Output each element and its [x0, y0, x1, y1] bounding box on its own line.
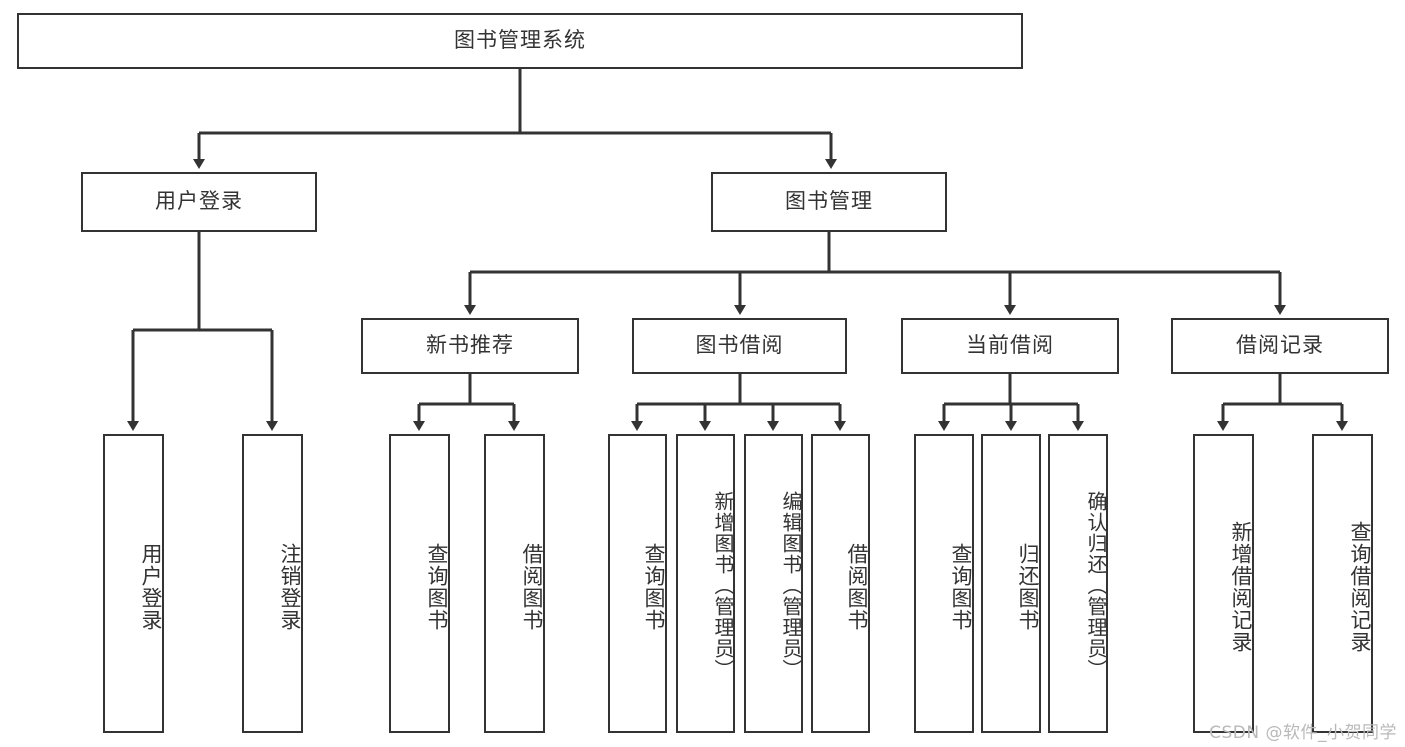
node-current-borrow[interactable]: 当前借阅: [901, 318, 1119, 374]
leaf-edit-book-admin[interactable]: 编辑图书（管理员）: [744, 434, 803, 733]
leaf-user-logout[interactable]: 注销登录: [242, 434, 303, 733]
node-borrow-records[interactable]: 借阅记录: [1171, 318, 1389, 374]
leaf-borrow-book-recommend[interactable]: 借阅图书: [484, 434, 545, 733]
leaf-add-borrow-record[interactable]: 新增借阅记录: [1193, 434, 1254, 733]
leaf-query-book-current[interactable]: 查询图书: [914, 434, 974, 733]
node-book-borrow[interactable]: 图书借阅: [632, 318, 847, 374]
node-new-book-recommend[interactable]: 新书推荐: [361, 318, 579, 374]
node-root-system[interactable]: 图书管理系统: [17, 13, 1023, 69]
leaf-user-login[interactable]: 用户登录: [103, 434, 164, 733]
csdn-watermark: CSDN @软件_小贺同学: [1209, 723, 1397, 743]
node-user-login[interactable]: 用户登录: [81, 172, 317, 232]
leaf-add-book-admin[interactable]: 新增图书（管理员）: [676, 434, 735, 733]
leaf-query-book-recommend[interactable]: 查询图书: [389, 434, 450, 733]
leaf-query-borrow-record[interactable]: 查询借阅记录: [1312, 434, 1373, 733]
leaf-return-book[interactable]: 归还图书: [981, 434, 1041, 733]
leaf-query-book-borrow[interactable]: 查询图书: [608, 434, 667, 733]
leaf-lend-book[interactable]: 借阅图书: [811, 434, 870, 733]
leaf-confirm-return-admin[interactable]: 确认归还（管理员）: [1048, 434, 1108, 733]
node-book-management[interactable]: 图书管理: [711, 172, 947, 232]
